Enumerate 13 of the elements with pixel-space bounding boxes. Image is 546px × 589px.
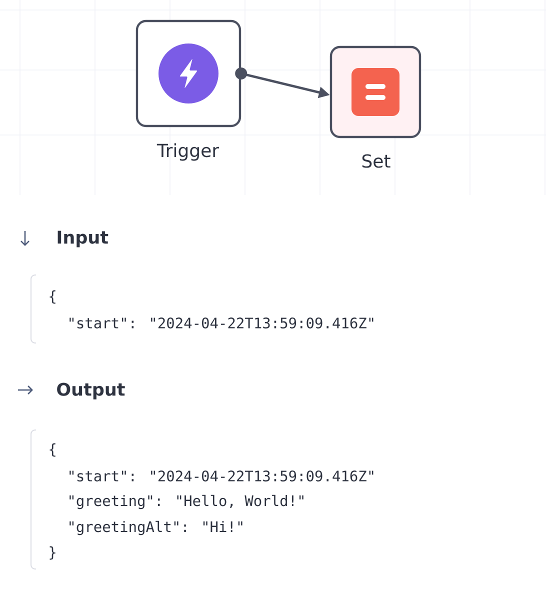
section-heading: Output <box>57 382 125 400</box>
code-line: "start": "2024-04-22T13:59:09.416Z" <box>70 318 374 328</box>
code-line: { <box>50 443 56 457</box>
node-box: Set <box>330 46 422 168</box>
code-line: "greeting": "Hello, World!" <box>70 494 304 510</box>
node-box: Trigger <box>136 20 242 161</box>
section-heading: Input <box>58 230 108 248</box>
code-line: "start": "2024-04-22T13:59:09.416Z" <box>70 470 374 482</box>
code-line: } <box>50 546 56 560</box>
code-line: { <box>50 290 56 304</box>
node-label: Set <box>362 154 390 168</box>
code-line: "greetingAlt": "Hi!" <box>70 520 242 536</box>
node-label: Trigger <box>156 143 220 161</box>
